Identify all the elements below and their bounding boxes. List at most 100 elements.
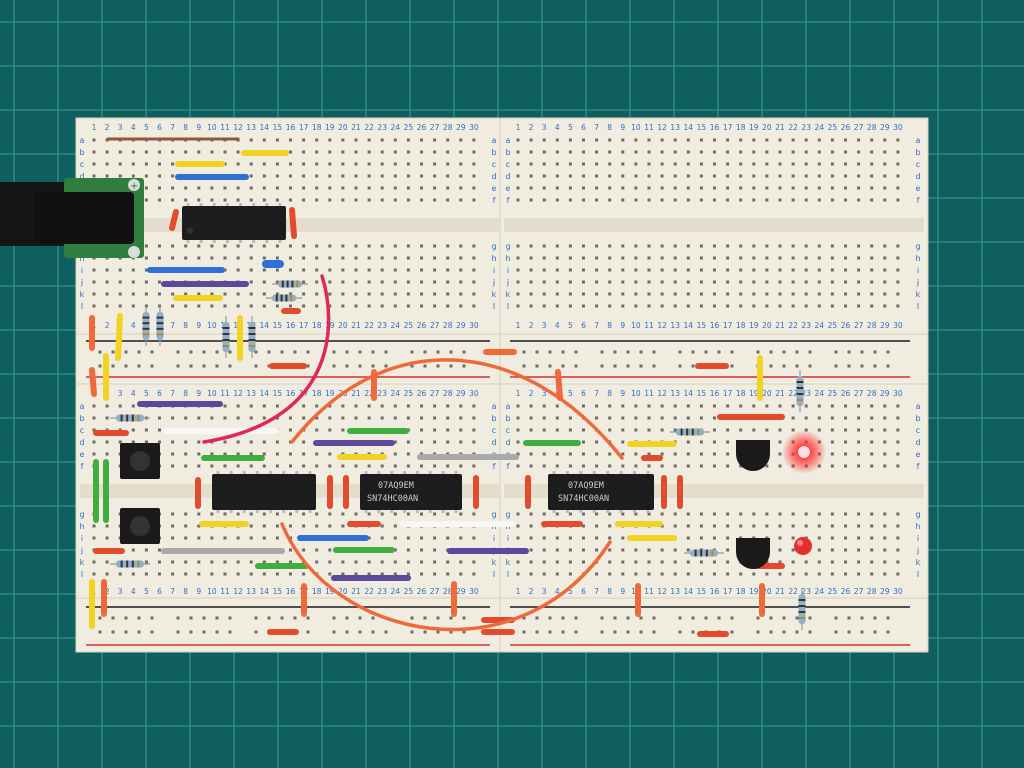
rail-hole [111,630,115,634]
hole [406,416,410,420]
hole [582,244,585,248]
hole [673,280,677,284]
hole [713,292,716,296]
hole [739,404,743,408]
hole [446,174,450,178]
hole [420,440,423,444]
rail-hole [410,616,414,620]
hole [634,186,638,190]
resistor-band [126,414,129,422]
hole [726,560,730,564]
hole [817,244,821,248]
hole [118,572,122,576]
column-number: 14 [684,389,694,398]
hole [516,440,520,444]
hole [472,292,476,296]
hole [446,440,450,444]
column-number: 18 [736,321,746,330]
hole [420,464,423,468]
rail-hole [124,630,128,634]
hole [830,464,834,468]
rail-hole [111,364,115,368]
hole [380,304,384,308]
hole [380,404,384,408]
hole [791,524,795,528]
column-number: 23 [801,389,811,398]
column-number: 11 [644,587,654,596]
hole [647,512,651,516]
hole [608,150,612,154]
hole [634,280,638,284]
rail-hole [600,350,604,354]
column-number: 1 [516,321,521,330]
hole [367,280,371,284]
column-number: 22 [364,587,374,596]
hole [608,186,612,190]
resistor-band [711,549,714,557]
hole [713,186,716,190]
hole [608,572,612,576]
column-number: 22 [364,389,374,398]
column-number: 3 [542,389,547,398]
row-letter: c [80,160,84,169]
row-letter: d [915,438,920,447]
push-button-1 [120,443,160,479]
hole [621,452,625,456]
column-number: 10 [631,389,641,398]
hole [184,512,188,516]
rail-hole [124,364,128,368]
hole [883,292,887,296]
hole [289,292,292,296]
hole [406,464,410,468]
rail-hole [574,364,578,368]
column-number: 16 [286,587,296,596]
hole [393,572,397,576]
hole [275,198,279,202]
hole [289,452,292,456]
resistor-band [285,294,288,302]
hole [184,524,188,528]
hole [92,560,96,564]
column-number: 24 [815,123,825,132]
hole [354,268,358,272]
hole [608,292,612,296]
hole [844,186,847,190]
hole [158,440,161,444]
column-number: 30 [893,389,903,398]
hole [883,440,887,444]
hole [158,198,161,202]
rail-hole [639,630,643,634]
chip-pin [212,240,216,243]
hole [302,162,306,166]
hole [634,244,638,248]
hole [236,416,240,420]
hole [673,560,677,564]
rail-hole [522,364,526,368]
rail-hole [384,630,388,634]
hole [673,428,677,432]
hole [302,280,306,284]
hole [673,452,677,456]
hole [817,186,821,190]
hole [830,244,834,248]
hole [341,162,345,166]
column-number: 13 [670,389,680,398]
hole [92,150,96,154]
hole [236,150,240,154]
jumper-wire [555,369,563,401]
hole [420,268,423,272]
hole [830,512,834,516]
row-letter: b [79,148,84,157]
column-number: 10 [631,321,641,330]
hole [595,512,599,516]
rail-hole [834,350,838,354]
hole [420,280,423,284]
hole [857,548,861,552]
hole [472,186,476,190]
column-number: 3 [542,123,547,132]
row-letter: b [505,414,510,423]
rail-hole [215,630,219,634]
hole [844,536,847,540]
hole [420,428,423,432]
hole [262,572,266,576]
